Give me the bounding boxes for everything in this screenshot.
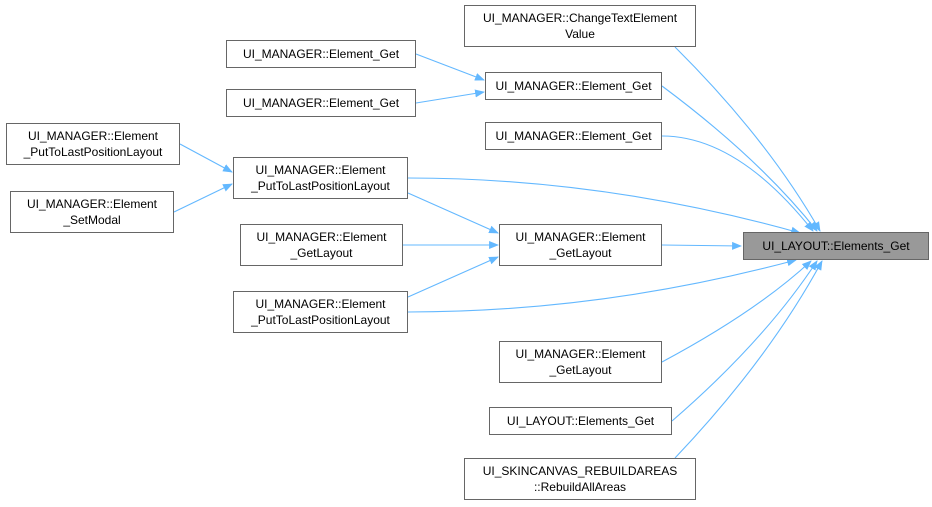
- node-label-line: UI_MANAGER::Element: [27, 129, 159, 143]
- node-element-get-layout-lower[interactable]: UI_MANAGER::Element _GetLayout: [499, 341, 662, 383]
- edge-n3-to-n2: [415, 53, 485, 81]
- node-element-get-layout-left[interactable]: UI_MANAGER::Element _GetLayout: [240, 224, 403, 266]
- node-put-to-last-position-layout-lower[interactable]: UI_MANAGER::Element _PutToLastPositionLa…: [233, 291, 408, 333]
- edge-n7-to-target: [407, 177, 801, 235]
- edge-n1-to-target: [674, 46, 821, 232]
- node-changetextelementvalue[interactable]: UI_MANAGER::ChangeTextElement Value: [464, 5, 696, 47]
- node-label-line: _PutToLastPositionLayout: [251, 179, 390, 193]
- node-put-to-last-position-layout-upper[interactable]: UI_MANAGER::Element _PutToLastPositionLa…: [233, 157, 408, 199]
- node-label-line: UI_MANAGER::Element_Get: [242, 96, 400, 110]
- node-label-line: UI_MANAGER::Element_Get: [495, 129, 652, 143]
- edge-n6-to-n7: [179, 143, 233, 173]
- node-element-get-left-second[interactable]: UI_MANAGER::Element_Get: [226, 89, 416, 117]
- node-label-line: UI_MANAGER::Element: [255, 297, 386, 311]
- node-label-line: UI_MANAGER::Element: [255, 163, 386, 177]
- node-label-line: UI_LAYOUT::Elements_Get: [506, 414, 655, 428]
- node-element-get-layout-center[interactable]: UI_MANAGER::Element _GetLayout: [499, 224, 662, 266]
- node-label-line: UI_MANAGER::Element: [515, 347, 646, 361]
- node-label-line: _PutToLastPositionLayout: [23, 145, 163, 159]
- node-element-get-middle[interactable]: UI_MANAGER::Element_Get: [485, 122, 662, 150]
- node-label-line: _GetLayout: [549, 246, 612, 260]
- edge-n14-to-target: [674, 260, 823, 459]
- node-label-line: _PutToLastPositionLayout: [251, 313, 390, 327]
- node-element-set-modal[interactable]: UI_MANAGER::Element _SetModal: [10, 191, 174, 233]
- node-put-to-last-position-layout-leftmost[interactable]: UI_MANAGER::Element _PutToLastPositionLa…: [6, 123, 180, 165]
- edge-n13-to-target: [671, 260, 818, 422]
- edge-n11-to-target: [407, 258, 797, 313]
- node-label-line: UI_MANAGER::ChangeTextElement: [482, 11, 678, 25]
- node-label-line: _GetLayout: [290, 246, 353, 260]
- node-label-line: UI_MANAGER::Element: [26, 197, 158, 211]
- edge-n4-to-target: [661, 135, 814, 232]
- node-label-line: UI_LAYOUT::Elements_Get: [762, 239, 910, 253]
- node-label-line: Value: [565, 27, 595, 41]
- edge-n8-to-n7: [173, 183, 233, 213]
- node-element-get-middle-top[interactable]: UI_MANAGER::Element_Get: [485, 72, 662, 100]
- edge-n5-to-n2: [415, 89, 485, 104]
- edge-n12-to-target: [661, 260, 812, 363]
- node-label-line: UI_SKINCANVAS_REBUILDAREAS: [482, 464, 678, 478]
- node-ui-layout-elements-get-target: UI_LAYOUT::Elements_Get: [743, 232, 929, 260]
- edge-n10-to-target: [661, 241, 742, 250]
- node-label-line: ::RebuildAllAreas: [533, 480, 627, 494]
- node-label-line: UI_MANAGER::Element_Get: [495, 79, 652, 93]
- node-element-get-left-top[interactable]: UI_MANAGER::Element_Get: [226, 40, 416, 68]
- node-label-line: UI_MANAGER::Element: [515, 230, 646, 244]
- node-label-line: UI_MANAGER::Element: [256, 230, 387, 244]
- node-ui-layout-elements-get-caller[interactable]: UI_LAYOUT::Elements_Get: [489, 407, 672, 435]
- node-rebuild-all-areas[interactable]: UI_SKINCANVAS_REBUILDAREAS ::RebuildAllA…: [464, 458, 696, 500]
- edge-n7-to-n10: [407, 192, 499, 234]
- node-label-line: _GetLayout: [549, 363, 612, 377]
- node-label-line: _SetModal: [63, 213, 121, 227]
- edge-n2-to-target: [661, 85, 818, 232]
- node-label-line: UI_MANAGER::Element_Get: [242, 47, 400, 61]
- edge-n11-to-n10: [407, 256, 499, 298]
